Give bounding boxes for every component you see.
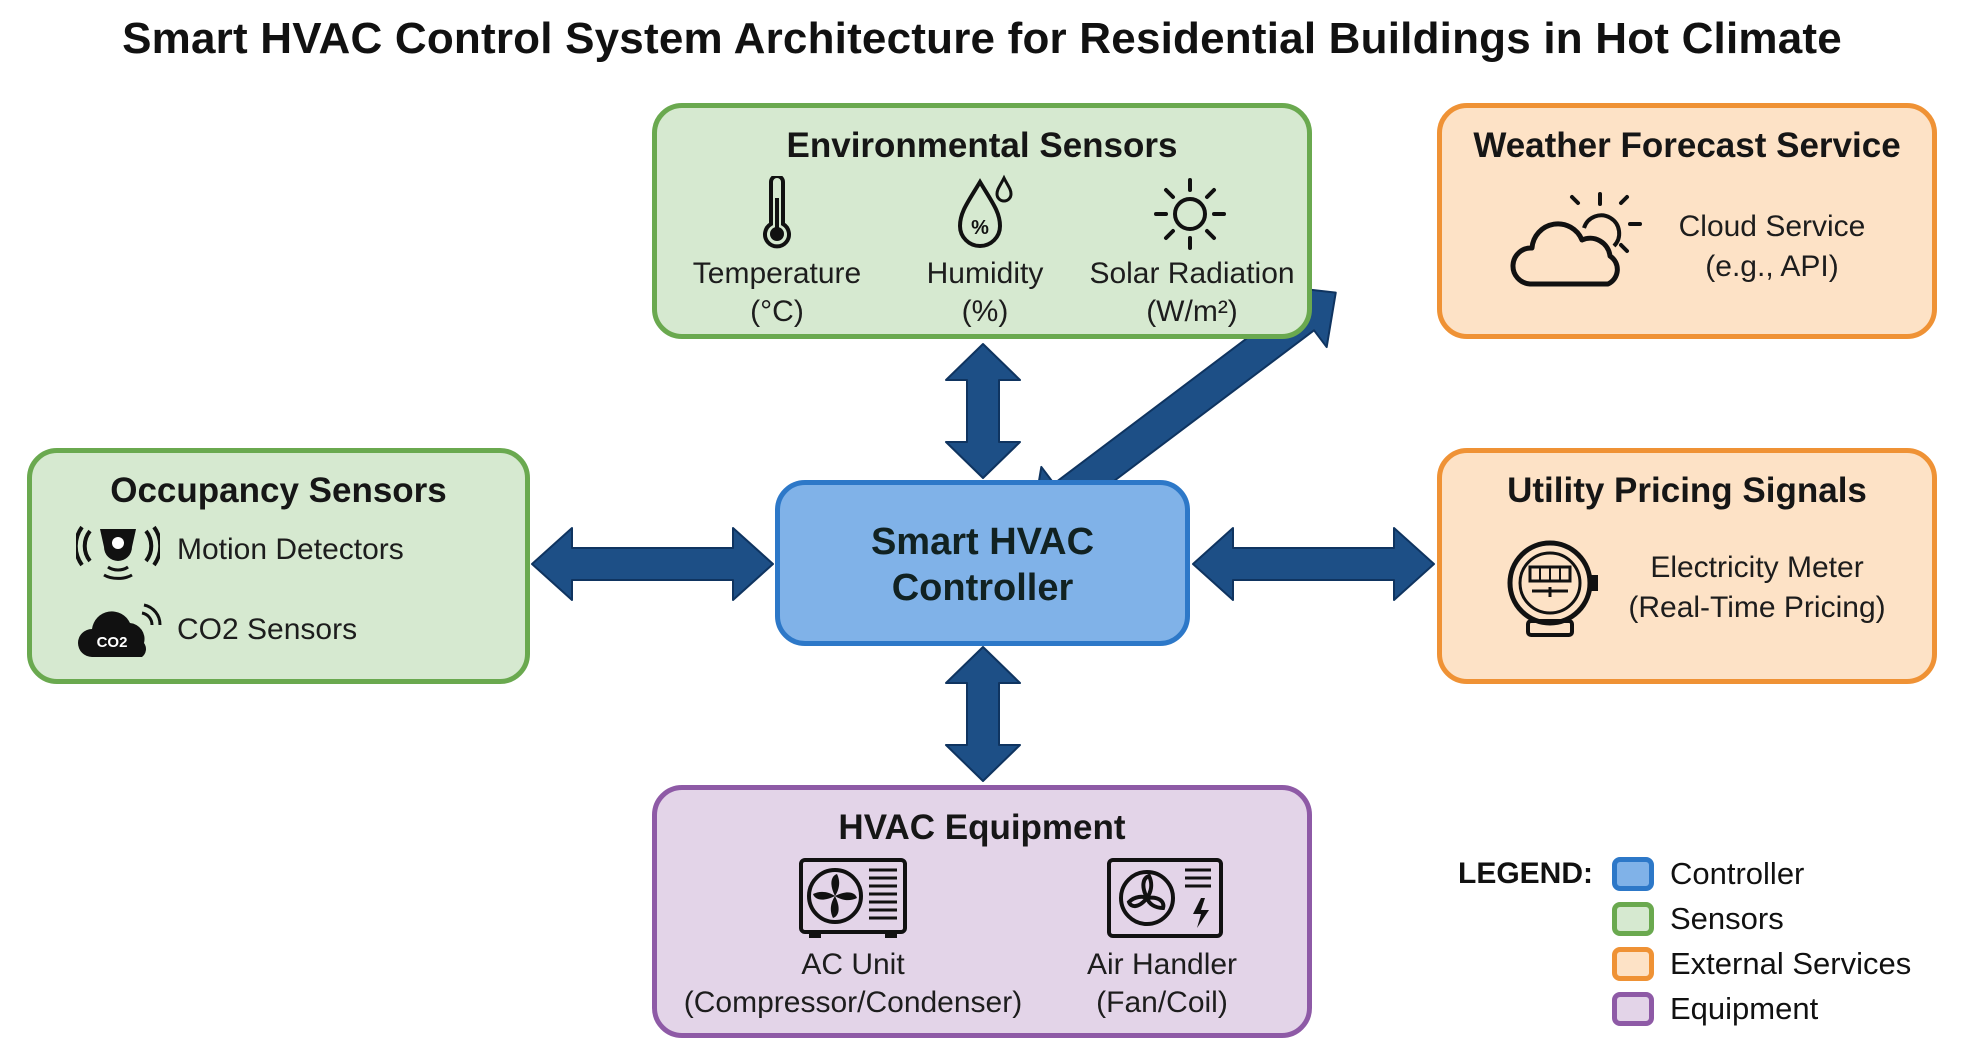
environmental-sensors-title: Environmental Sensors <box>786 126 1178 165</box>
occupancy-sensors-box: Occupancy Sensors Motion Detectors CO2 C… <box>27 448 530 684</box>
temperature-unit: (°C) <box>750 295 804 328</box>
arrow-controller-equipment <box>945 646 1021 782</box>
smart-hvac-controller-box: Smart HVAC Controller <box>775 480 1190 646</box>
environmental-sensors-box: Environmental Sensors % Temperature (°C)… <box>652 103 1312 339</box>
legend-swatch-external-services <box>1612 947 1654 981</box>
diagram-title: Smart HVAC Control System Architecture f… <box>122 14 1842 63</box>
svg-text:%: % <box>971 217 989 239</box>
co2-cloud-icon: CO2 <box>78 603 162 657</box>
solar-radiation-label: Solar Radiation <box>1089 257 1295 290</box>
thermometer-icon <box>763 176 791 249</box>
hvac-equipment-title: HVAC Equipment <box>838 808 1126 847</box>
controller-title-line1: Smart HVAC <box>870 521 1095 563</box>
temperature-label: Temperature <box>692 257 862 290</box>
humidity-unit: (%) <box>961 295 1009 328</box>
legend-heading: LEGEND: <box>1458 857 1593 890</box>
electricity-meter-icon <box>1507 540 1598 637</box>
legend-label-equipment: Equipment <box>1670 991 1819 1026</box>
weather-line2: (e.g., API) <box>1705 250 1839 283</box>
utility-line1: Electricity Meter <box>1650 551 1864 584</box>
humidity-drop-icon: % <box>957 174 1013 248</box>
legend-swatch-sensors <box>1612 902 1654 936</box>
weather-forecast-box: Weather Forecast Service Cloud Service (… <box>1437 103 1937 339</box>
air-handler-icon <box>1107 858 1223 938</box>
arrow-controller-utility <box>1192 527 1435 601</box>
utility-pricing-box: Utility Pricing Signals Electricity Mete… <box>1437 448 1937 684</box>
ac-unit-sub: (Compressor/Condenser) <box>683 986 1023 1019</box>
legend-swatch-controller <box>1612 857 1654 891</box>
weather-forecast-title: Weather Forecast Service <box>1473 126 1901 165</box>
svg-text:CO2: CO2 <box>97 634 128 651</box>
air-handler-label: Air Handler <box>1086 948 1238 981</box>
co2-sensors-label: CO2 Sensors <box>177 613 358 646</box>
ac-unit-icon <box>799 858 907 938</box>
motion-sensor-icon <box>76 525 160 580</box>
utility-line2: (Real-Time Pricing) <box>1628 591 1886 624</box>
ac-unit-label: AC Unit <box>801 948 905 981</box>
cloud-sun-icon <box>1510 192 1642 287</box>
air-handler-sub: (Fan/Coil) <box>1096 986 1228 1019</box>
occupancy-sensors-title: Occupancy Sensors <box>110 471 447 510</box>
humidity-label: Humidity <box>926 257 1044 290</box>
utility-pricing-title: Utility Pricing Signals <box>1507 471 1867 510</box>
legend-label-controller: Controller <box>1670 856 1805 891</box>
arrow-controller-occupancy <box>531 527 774 601</box>
sun-icon <box>1154 178 1226 250</box>
legend-swatch-equipment <box>1612 992 1654 1026</box>
solar-radiation-unit: (W/m²) <box>1146 295 1238 328</box>
motion-detectors-label: Motion Detectors <box>177 533 404 566</box>
controller-title-line2: Controller <box>891 567 1074 609</box>
legend-label-external-services: External Services <box>1670 946 1912 981</box>
weather-line1: Cloud Service <box>1678 210 1866 243</box>
hvac-equipment-box: HVAC Equipment AC Un <box>652 785 1312 1038</box>
arrow-controller-env-sensors <box>945 343 1021 479</box>
legend-label-sensors: Sensors <box>1670 901 1784 936</box>
